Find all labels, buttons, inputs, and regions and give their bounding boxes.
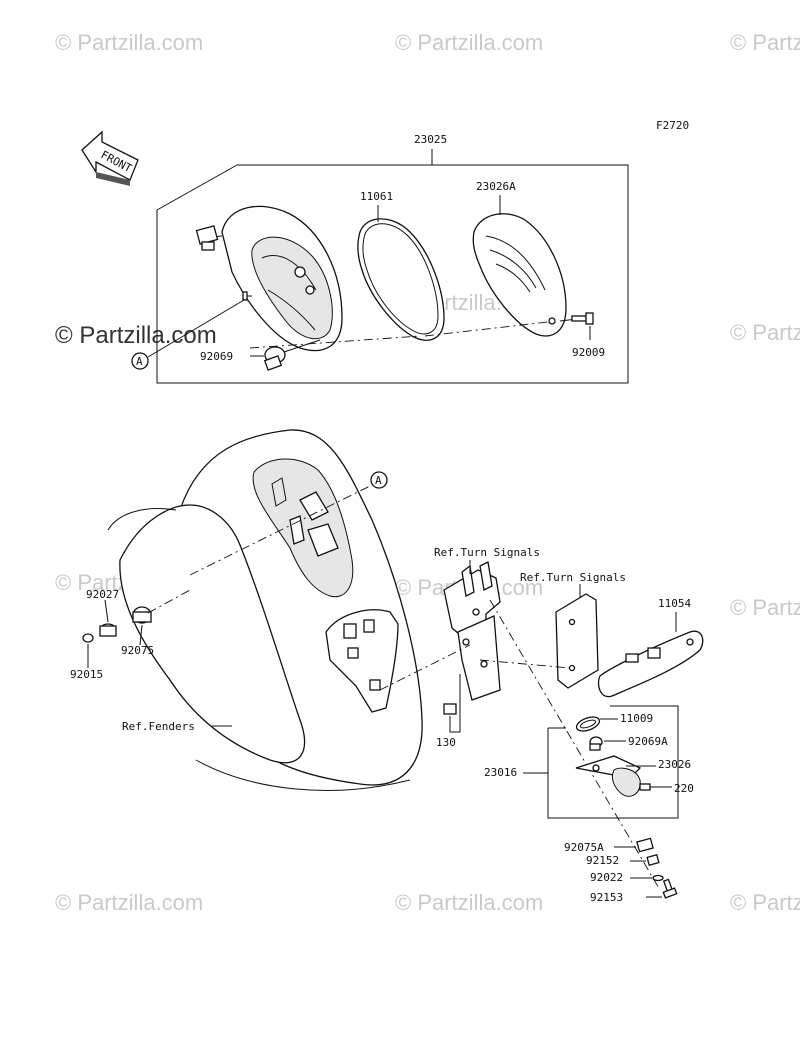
- callout-a-label-2: A: [375, 474, 382, 487]
- label-130: 130: [436, 736, 456, 749]
- callout-a-top: A: [131, 299, 245, 370]
- watermark: © Partzilla.com: [395, 890, 543, 915]
- label-11054: 11054: [658, 597, 691, 610]
- label-92152: 92152: [586, 854, 619, 867]
- label-23026: 23026: [658, 758, 691, 771]
- label-220: 220: [674, 782, 694, 795]
- license-lamp-box: [523, 705, 679, 819]
- nut-92027: [99, 623, 117, 637]
- washer-92022: [652, 874, 664, 882]
- label-92009: 92009: [572, 346, 605, 359]
- grommet-92075: [132, 606, 152, 624]
- gasket-11061: [357, 218, 445, 341]
- screw-92009: [559, 312, 594, 325]
- front-arrow-icon: FRONT: [81, 130, 139, 186]
- label-92075A: 92075A: [564, 841, 604, 854]
- bolt-130: [443, 703, 457, 715]
- label-23026A: 23026A: [476, 180, 516, 193]
- label-11009: 11009: [620, 712, 653, 725]
- bracket-assembly: [443, 561, 501, 701]
- label-23016: 23016: [484, 766, 517, 779]
- lens-23026: [575, 755, 642, 797]
- nut-92015: [82, 633, 94, 643]
- turn-signal-bracket: [555, 593, 599, 689]
- tail-lamp-assembly-box: 23025 92069: [156, 133, 629, 384]
- bolt-92153: [662, 878, 678, 899]
- bracket-11054: [597, 630, 704, 698]
- collar-92152: [646, 854, 660, 866]
- watermark-main: © Partzilla.com: [55, 322, 217, 349]
- label-92027: 92027: [86, 588, 119, 601]
- grommet-92075A: [636, 837, 654, 853]
- callout-a-label: A: [136, 355, 143, 368]
- label-92015: 92015: [70, 668, 103, 681]
- tail-lamp-housing: [195, 205, 343, 352]
- watermark: © Partzilla.com: [730, 595, 800, 620]
- label-11061: 11061: [360, 190, 393, 203]
- label-92069: 92069: [200, 350, 233, 363]
- screw-220: [639, 783, 651, 791]
- label-92153: 92153: [590, 891, 623, 904]
- watermark: © Partzilla.com: [730, 320, 800, 345]
- watermark: © Partzilla.com: [55, 890, 203, 915]
- label-ref-fenders: Ref.Fenders: [122, 720, 195, 733]
- watermark: © Partzilla.com: [395, 30, 543, 55]
- label-ref-turn-signals-2: Ref.Turn Signals: [520, 571, 626, 584]
- label-92069A: 92069A: [628, 735, 668, 748]
- callout-a-fender: A: [370, 471, 388, 489]
- label-92022: 92022: [590, 871, 623, 884]
- bulb-92069A: [589, 736, 603, 751]
- watermark: © Partzilla.com: [730, 890, 800, 915]
- label-ref-turn-signals-1: Ref.Turn Signals: [434, 546, 540, 559]
- label-23025: 23025: [414, 133, 447, 146]
- rear-fender: [107, 429, 423, 791]
- watermark: © Partzilla.com: [55, 30, 203, 55]
- lens-23026A: [472, 213, 567, 337]
- watermark: © Partzilla.com: [730, 30, 800, 55]
- bulb-92069: [250, 339, 321, 371]
- gasket-11009: [575, 716, 601, 732]
- label-92075: 92075: [121, 644, 154, 657]
- figure-code: F2720: [656, 119, 689, 132]
